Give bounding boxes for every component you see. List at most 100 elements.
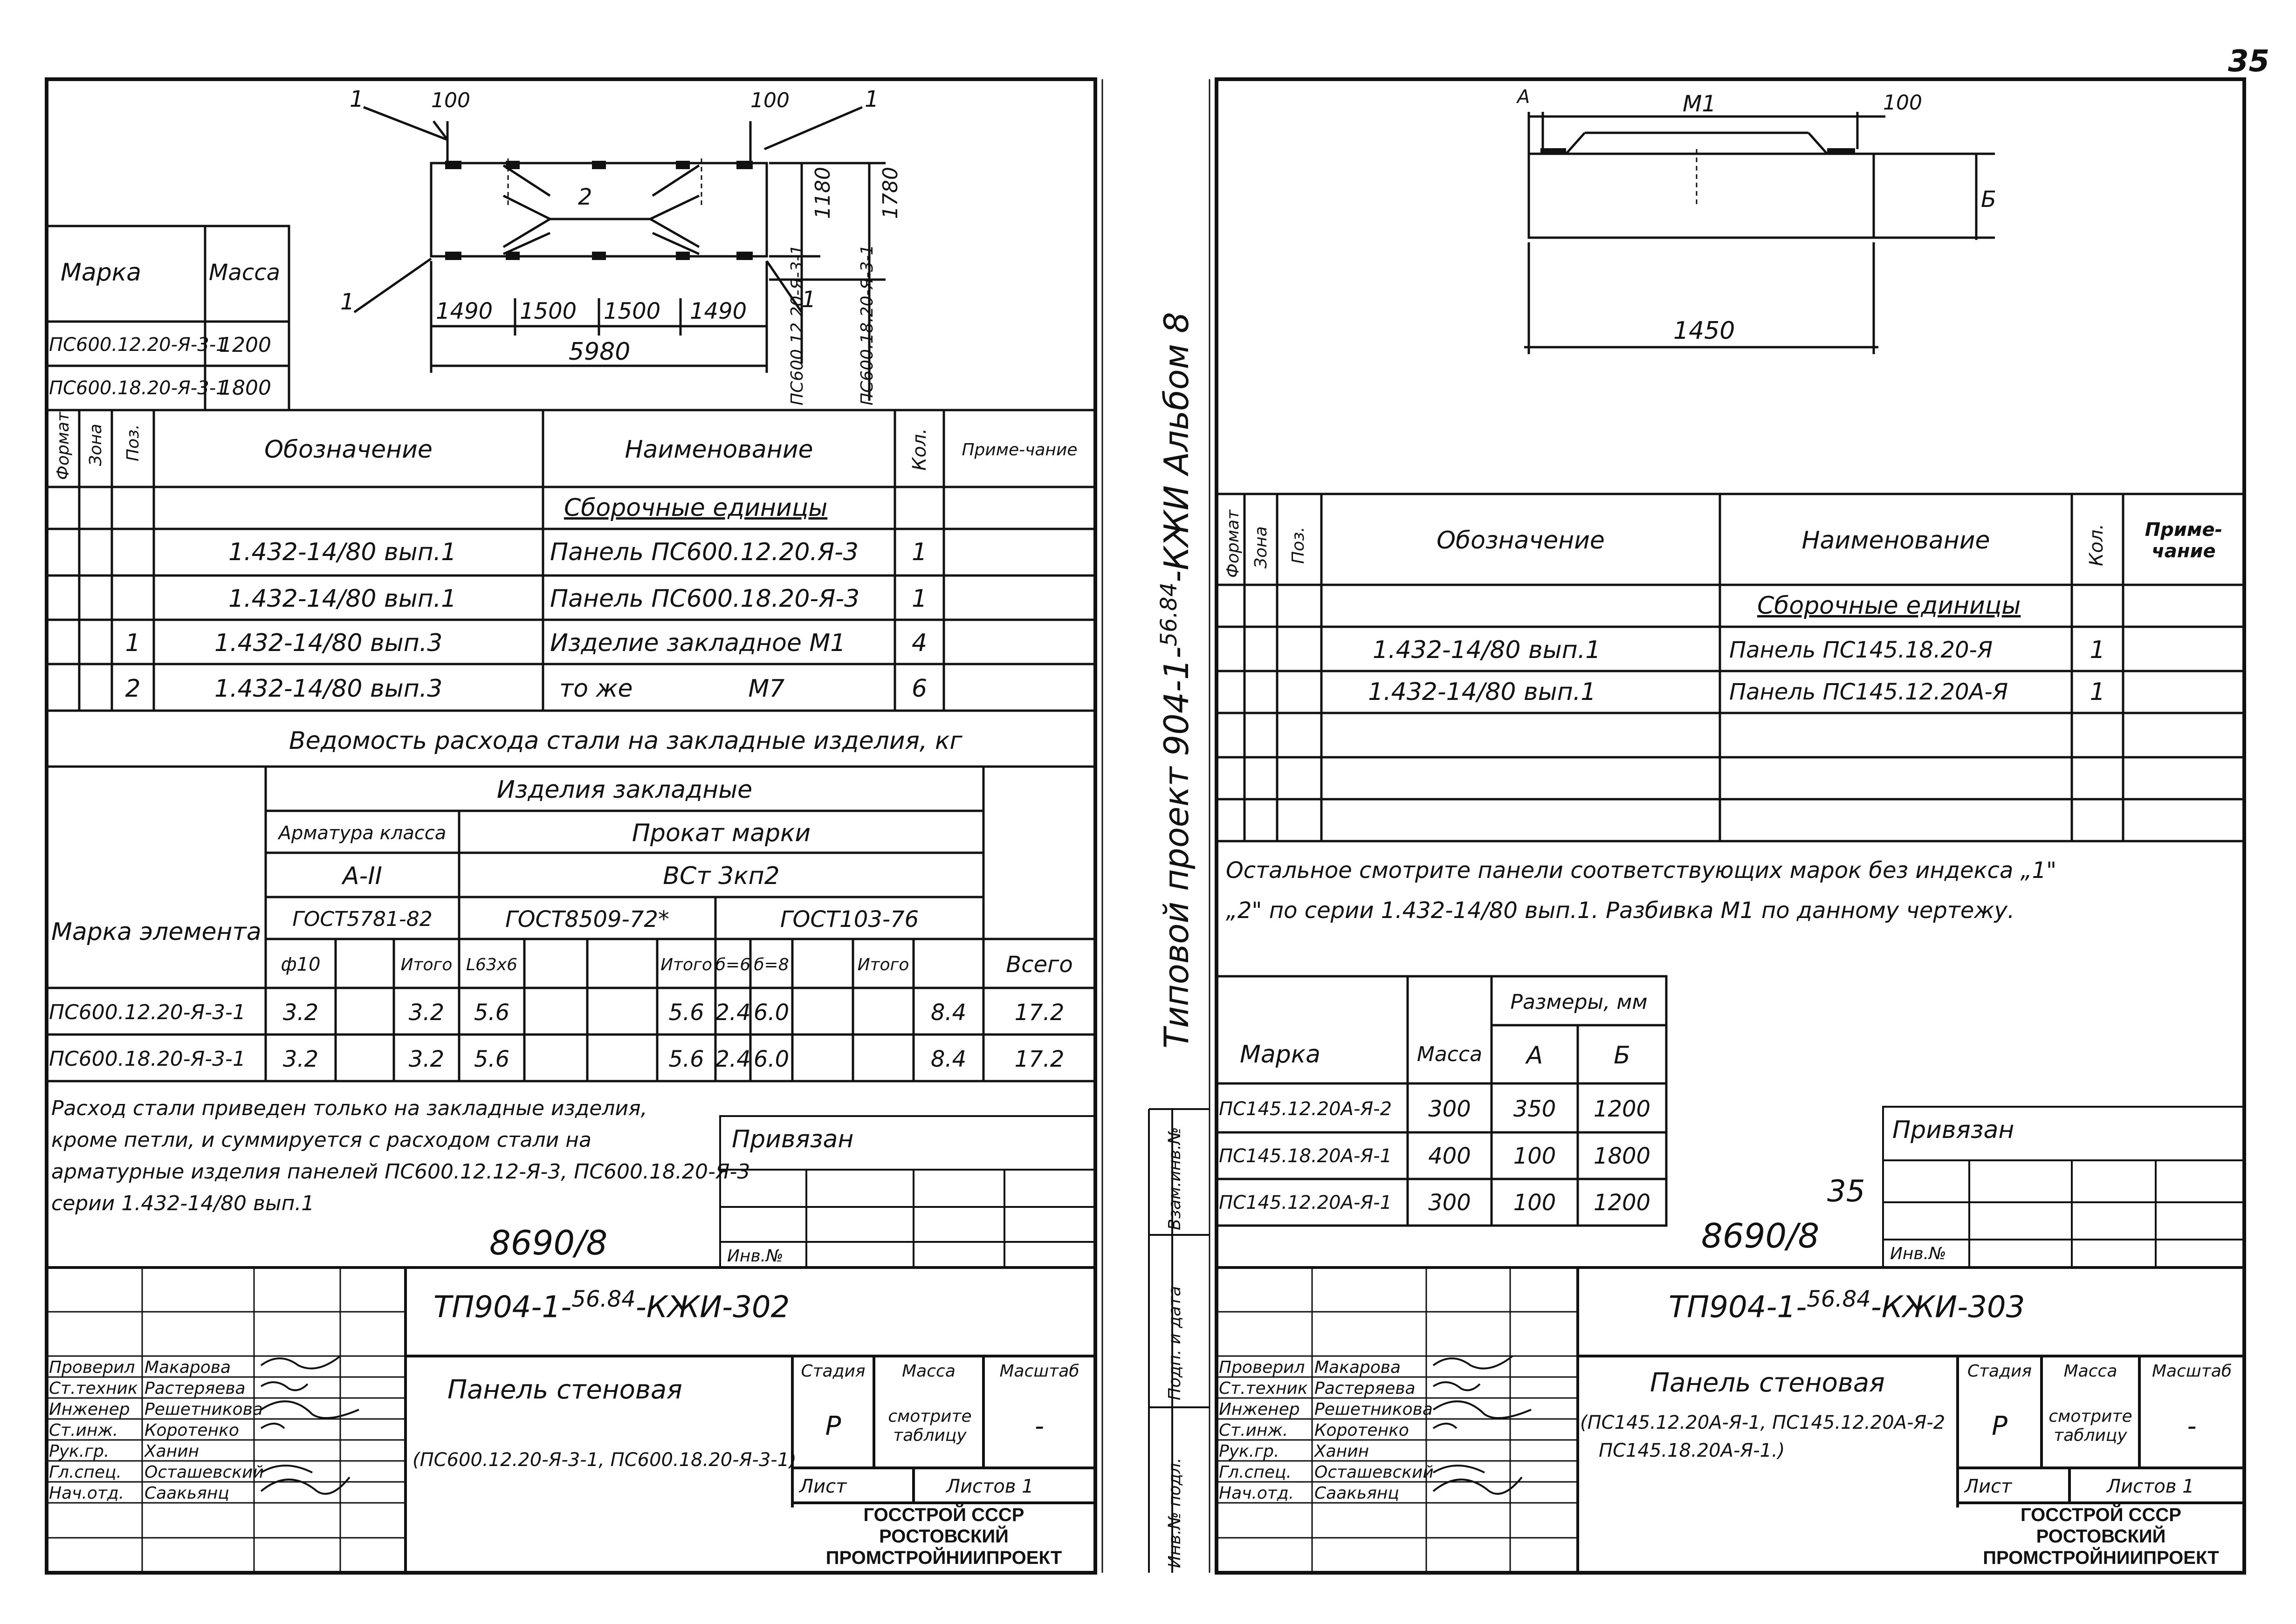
- right-side-inv: Инв.№ подл.: [1165, 1458, 1184, 1568]
- right-code-main: ТП904-1-: [1669, 1290, 1807, 1325]
- left-staff-role-6: Гл.спец.: [49, 1463, 122, 1482]
- right-staff-name-7: Саакьянц: [1314, 1484, 1399, 1503]
- right-staff-role-5: Рук.гр.: [1219, 1442, 1279, 1461]
- left-scale-h: Масштаб: [999, 1361, 1079, 1381]
- left-mass-r1-mark: ПС600.12.20-Я-3-1: [49, 334, 228, 356]
- right-staff-name-2: Растеряева: [1314, 1379, 1416, 1398]
- left-steel-group: Изделия закладные: [496, 776, 753, 804]
- right-spec-r2-name: Панель ПС145.12.20А-Я: [1729, 679, 2008, 705]
- left-staff-name-4: Коротенко: [144, 1421, 239, 1440]
- right-staff-name-6: Осташевский: [1314, 1463, 1434, 1482]
- left-steel-total: Всего: [1006, 952, 1073, 978]
- left-steel-r1-c1: 3.2: [282, 999, 319, 1026]
- right-side-margin-grid: [1148, 1108, 1210, 1573]
- right-code-suffix: -КЖИ-303: [1870, 1290, 2025, 1325]
- right-staff-role-4: Ст.инж.: [1219, 1421, 1288, 1440]
- right-table-r1-mass: 300: [1428, 1096, 1471, 1122]
- left-steel-r1-c3: 3.2: [408, 999, 445, 1026]
- right-note-line-1: Остальное смотрите панели соответствующи…: [1226, 857, 2057, 884]
- left-steel-r1-c7: 5.6: [668, 999, 704, 1026]
- right-table-r3-b: 1200: [1593, 1190, 1651, 1216]
- right-spec-r2-des: 1.432-14/80 вып.1: [1368, 678, 1596, 706]
- left-steel-armatura: Арматура класса: [278, 822, 447, 844]
- right-spec-section: Сборочные единицы: [1757, 592, 2021, 620]
- left-scale: -: [1034, 1411, 1045, 1441]
- left-note: Расход стали приведен только на закладны…: [51, 1093, 750, 1220]
- left-code-suffix: -КЖИ-302: [635, 1290, 790, 1325]
- left-steel-r2-c9: 6.0: [753, 1046, 790, 1072]
- left-dim-overall: 5980: [569, 338, 631, 366]
- left-spec-r4-des: 1.432-14/80 вып.3: [214, 674, 443, 703]
- right-sheet: Лист: [1965, 1476, 2012, 1497]
- right-table-h-sizes: Размеры, мм: [1510, 990, 1648, 1014]
- right-stage: Р: [1992, 1411, 2007, 1441]
- right-staff-role-3: Инженер: [1219, 1400, 1300, 1419]
- left-spec-r4-pos: 2: [125, 674, 141, 703]
- left-steel-sh-8: б=8: [754, 955, 789, 974]
- left-callout-1c: 1: [340, 289, 355, 315]
- right-title: Панель стеновая: [1650, 1368, 1885, 1398]
- right-spec-h-designation: Обозначение: [1437, 527, 1605, 555]
- right-table-h-a: А: [1526, 1042, 1543, 1069]
- right-spec-h-note: Приме-чание: [2145, 519, 2223, 562]
- left-callout-1b: 1: [865, 86, 879, 112]
- left-dim-100b: 100: [750, 89, 790, 112]
- left-stage-h: Стадия: [801, 1361, 866, 1381]
- left-spec-grid: [47, 409, 1095, 712]
- album-stamp-suffix: -КЖИ Альбом 8: [1157, 312, 1196, 582]
- right-staff-role-7: Нач.отд.: [1219, 1484, 1294, 1503]
- left-spec-r1-des: 1.432-14/80 вып.1: [228, 538, 457, 566]
- left-staff-role-1: Проверил: [49, 1358, 135, 1377]
- left-code-sup: 56.84: [571, 1286, 636, 1312]
- right-staff-name-5: Ханин: [1314, 1442, 1369, 1461]
- left-org-3: ПРОМСТРОЙНИИПРОЕКТ: [825, 1548, 1062, 1568]
- right-dim-b: Б: [1981, 186, 1996, 212]
- left-sheet: Лист: [799, 1476, 847, 1497]
- left-height-label-1: ПС600.12.20-Я-3-1: [788, 244, 807, 405]
- right-staff-names: Макарова Растеряева Решетникова Коротенк…: [1314, 1357, 1434, 1504]
- left-mass-r2-mark: ПС600.18.20-Я-3-1: [49, 377, 228, 399]
- left-note-line-3: арматурные изделия панелей ПС600.12.12-Я…: [51, 1160, 750, 1184]
- left-steel-r1-c4: 5.6: [474, 999, 510, 1026]
- right-inv-no: Инв.№: [1890, 1244, 1946, 1263]
- left-inv-no: Инв.№: [727, 1247, 784, 1266]
- right-table-r2-mark: ПС145.18.20А-Я-1: [1219, 1145, 1392, 1167]
- right-table-r3-a: 100: [1513, 1190, 1556, 1216]
- right-title-grid: [1217, 1266, 2244, 1573]
- left-title: Панель стеновая: [447, 1375, 682, 1405]
- left-callout-1a: 1: [350, 86, 364, 112]
- left-steel-r1-c8: 2.4: [715, 999, 751, 1026]
- left-staff-name-6: Осташевский: [144, 1463, 264, 1482]
- left-spec-h-format: Формат: [54, 411, 73, 480]
- left-drawing-code: ТП904-1-56.84-КЖИ-302: [433, 1286, 790, 1324]
- left-spec-r2-name: Панель ПС600.18.20-Я-3: [550, 585, 860, 613]
- left-mass-r2-val: 1800: [219, 376, 271, 400]
- right-dim-100: 100: [1883, 91, 1922, 115]
- left-staff-role-2: Ст.техник: [49, 1379, 138, 1398]
- right-spec-grid: [1217, 493, 2244, 843]
- left-center-pos: 2: [578, 184, 592, 210]
- right-staff-name-4: Коротенко: [1314, 1421, 1409, 1440]
- left-staff-name-1: Макарова: [144, 1358, 231, 1377]
- left-spec-r4-name: то же М7: [559, 674, 785, 703]
- left-steel-mark: ВСт 3кп2: [663, 862, 780, 890]
- right-dim-width: 1450: [1673, 317, 1735, 345]
- right-table-r2-a: 100: [1513, 1143, 1556, 1169]
- right-subtitle-2: ПС145.18.20А-Я-1.): [1599, 1440, 1785, 1461]
- left-steel-r1-mark: ПС600.12.20-Я-3-1: [49, 1000, 246, 1024]
- right-org-1: ГОССТРОЙ СССР: [2021, 1505, 2181, 1525]
- left-dim-1500a: 1500: [520, 298, 577, 324]
- left-steel-r2-c1: 3.2: [282, 1046, 319, 1072]
- left-spec-h-note: Приме-чание: [962, 440, 1078, 459]
- right-mass-h: Масса: [2063, 1361, 2117, 1381]
- right-table-h-mass: Масса: [1416, 1042, 1483, 1066]
- left-sheets: Листов 1: [946, 1476, 1034, 1497]
- left-mass-r1-val: 1200: [219, 333, 271, 357]
- left-steel-r2-c3: 3.2: [408, 1046, 445, 1072]
- left-steel-sh-10: Итого: [857, 955, 909, 974]
- right-scale: -: [2187, 1411, 2197, 1441]
- right-staff-name-3: Решетникова: [1314, 1400, 1433, 1419]
- left-spec-r2-qty: 1: [911, 585, 928, 613]
- right-scale-h: Масштаб: [2152, 1361, 2232, 1381]
